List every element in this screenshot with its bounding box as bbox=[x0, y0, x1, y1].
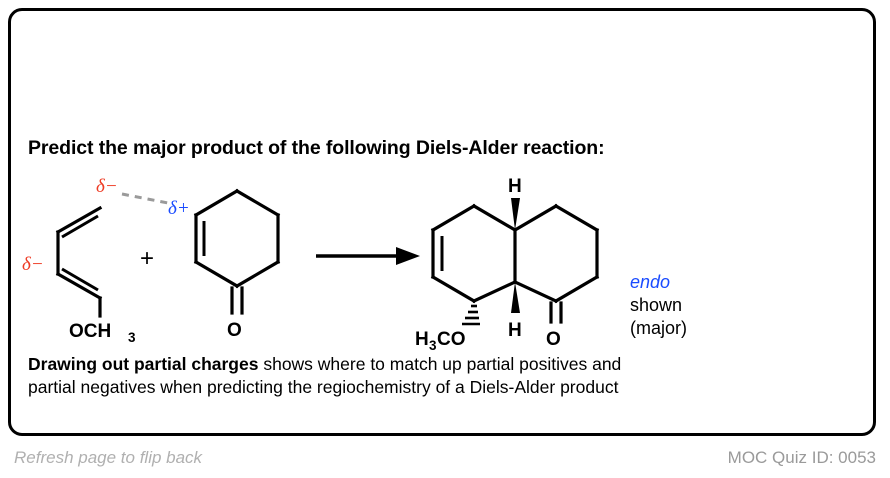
annotation-shown: shown bbox=[630, 295, 682, 315]
product-wedge-bottom bbox=[511, 282, 520, 313]
diene-delta-negative-bottom: δ− bbox=[22, 254, 44, 275]
refresh-hint: Refresh page to flip back bbox=[14, 448, 203, 467]
partial-charge-link bbox=[121, 192, 169, 205]
explanation-bold: Drawing out partial charges bbox=[28, 354, 259, 374]
dienophile-carbonyl-oxygen: O bbox=[227, 320, 242, 341]
explanation-text: Drawing out partial charges shows where … bbox=[28, 353, 628, 398]
annotation-endo: endo bbox=[630, 272, 670, 292]
product-structure: O H H H 3 CO bbox=[415, 176, 600, 353]
quiz-card bbox=[8, 8, 876, 436]
product-hydrogen-top: H bbox=[508, 176, 522, 197]
reaction-arrow bbox=[316, 247, 420, 265]
product-wedge-top bbox=[511, 198, 520, 230]
diene-delta-negative-top: δ− bbox=[96, 176, 118, 197]
product-methoxy-label-co: CO bbox=[437, 329, 466, 350]
dienophile-delta-positive: δ+ bbox=[168, 198, 190, 219]
plus-symbol: + bbox=[140, 245, 154, 272]
diene-methoxy-label: OCH bbox=[69, 321, 111, 342]
product-hash-wedge bbox=[462, 304, 480, 326]
product-hydrogen-bottom: H bbox=[508, 320, 522, 341]
annotation-major: (major) bbox=[630, 318, 687, 338]
product-carbonyl-oxygen: O bbox=[546, 329, 561, 350]
reaction-scheme: OCH 3 δ− δ− + O δ+ bbox=[22, 176, 687, 353]
diene-structure: OCH 3 δ− δ− bbox=[22, 176, 136, 345]
product-annotation: endo shown (major) bbox=[630, 272, 687, 338]
page-title: Predict the major product of the followi… bbox=[28, 137, 605, 159]
product-methoxy-label-h: H bbox=[415, 329, 429, 350]
quiz-id-label: MOC Quiz ID: 0053 bbox=[727, 448, 876, 467]
product-methoxy-subscript: 3 bbox=[429, 338, 437, 353]
diene-methoxy-subscript: 3 bbox=[128, 330, 136, 345]
explanation-rest: shows where to match up partial positive… bbox=[28, 354, 622, 397]
dienophile-structure: O δ+ bbox=[168, 188, 281, 341]
